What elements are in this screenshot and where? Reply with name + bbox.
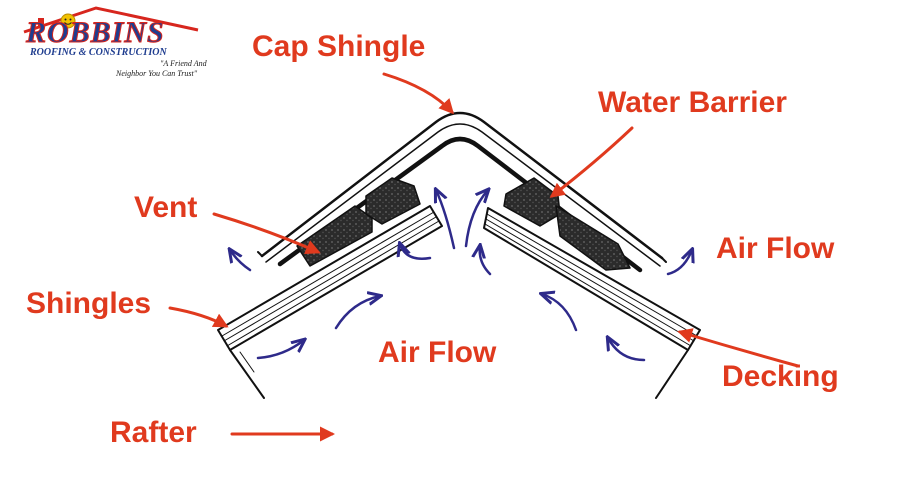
leader-arrows xyxy=(168,72,800,442)
label-rafter: Rafter xyxy=(110,416,197,449)
cap-shingle xyxy=(260,111,664,260)
label-air-flow-center: Air Flow xyxy=(378,336,497,369)
rafter-left-outer xyxy=(229,349,265,399)
vent-left-upper xyxy=(365,177,421,225)
ridge-structure xyxy=(217,111,701,399)
water-barrier-leader xyxy=(549,126,634,198)
company-logo xyxy=(23,6,199,34)
airflow-arrow-icon xyxy=(400,244,432,260)
logo-tagline-2: Neighbor You Can Trust" xyxy=(116,69,198,78)
label-water-barrier: Water Barrier xyxy=(598,86,787,119)
airflow-arrow-icon xyxy=(256,340,304,360)
logo-chimney xyxy=(38,18,44,28)
logo-roof-outline xyxy=(23,6,199,34)
logo-name: ROBBINS xyxy=(26,16,165,49)
shingles-leader xyxy=(168,306,229,328)
airflow-arrow-icon xyxy=(230,250,252,272)
label-shingles: Shingles xyxy=(26,287,152,320)
vent-right-lower xyxy=(555,205,631,271)
smiley-icon xyxy=(60,13,76,29)
airflow-arrow-icon xyxy=(666,250,692,276)
decking-leader xyxy=(677,328,800,368)
label-cap-shingle: Cap Shingle xyxy=(252,30,426,63)
label-vent: Vent xyxy=(134,191,198,224)
airflow-arrow-icon xyxy=(480,246,492,276)
logo-subtitle: ROOFING & CONSTRUCTION xyxy=(30,47,167,58)
airflow-arrow-icon xyxy=(334,296,380,330)
airflow-arrow-icon xyxy=(436,190,456,250)
airflow-arrows xyxy=(230,190,692,362)
decking-left xyxy=(217,205,443,351)
rafter-right-outer xyxy=(655,349,689,399)
label-air-flow-right: Air Flow xyxy=(716,232,835,265)
airflow-arrow-icon xyxy=(608,338,646,362)
vent-leader xyxy=(212,212,321,255)
label-decking: Decking xyxy=(722,360,839,393)
cap-shingle-leader xyxy=(382,72,455,115)
water-barrier xyxy=(277,136,643,273)
airflow-arrow-icon xyxy=(542,294,578,332)
airflow-arrow-icon xyxy=(464,190,488,248)
logo-tagline-1: "A Friend And xyxy=(160,59,207,68)
